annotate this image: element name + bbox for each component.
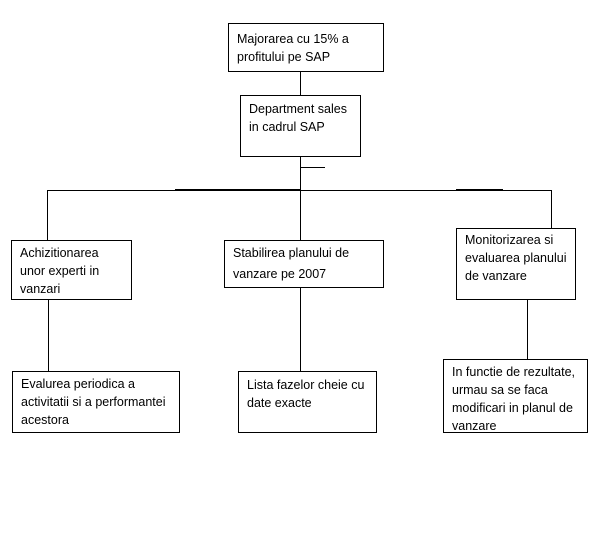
connector-child-3	[527, 299, 528, 359]
connector-bus-segment	[175, 189, 300, 190]
branch-text: Achizitionarea unor experti in vanzari	[20, 246, 100, 296]
branch-box-monitoring: Monitorizarea si evaluarea planului de v…	[456, 228, 576, 300]
connector-bus-segment	[456, 189, 503, 191]
department-text: Department sales in cadrul SAP	[249, 102, 347, 134]
branch-box-planning: Stabilirea planului de vanzare pe 2007	[224, 240, 384, 288]
child-box-adjustments: In functie de rezultate, urmau sa se fac…	[443, 359, 588, 433]
child-box-milestones: Lista fazelor cheie cu date exacte	[238, 371, 377, 433]
branch-text: Stabilirea planului de vanzare pe 2007	[233, 246, 350, 281]
department-box: Department sales in cadrul SAP	[240, 95, 361, 157]
connector-child-2	[300, 287, 301, 371]
connector-child-1	[48, 299, 49, 371]
connector-horizontal-bus	[47, 190, 552, 191]
branch-text: Monitorizarea si evaluarea planului de v…	[465, 233, 567, 283]
goal-text: Majorarea cu 15% a profitului pe SAP	[237, 32, 349, 64]
connector-branch-3	[551, 190, 552, 228]
child-text: In functie de rezultate, urmau sa se fac…	[452, 365, 575, 433]
connector-tick	[300, 167, 325, 168]
child-box-evaluation: Evalurea periodica a activitatii si a pe…	[12, 371, 180, 433]
child-text: Evalurea periodica a activitatii si a pe…	[21, 377, 166, 427]
connector-department-trunk	[300, 156, 301, 240]
goal-box: Majorarea cu 15% a profitului pe SAP	[228, 23, 384, 72]
branch-box-acquisition: Achizitionarea unor experti in vanzari	[11, 240, 132, 300]
child-text: Lista fazelor cheie cu date exacte	[247, 378, 365, 410]
connector-root-department	[300, 71, 301, 95]
connector-branch-1	[47, 190, 48, 240]
